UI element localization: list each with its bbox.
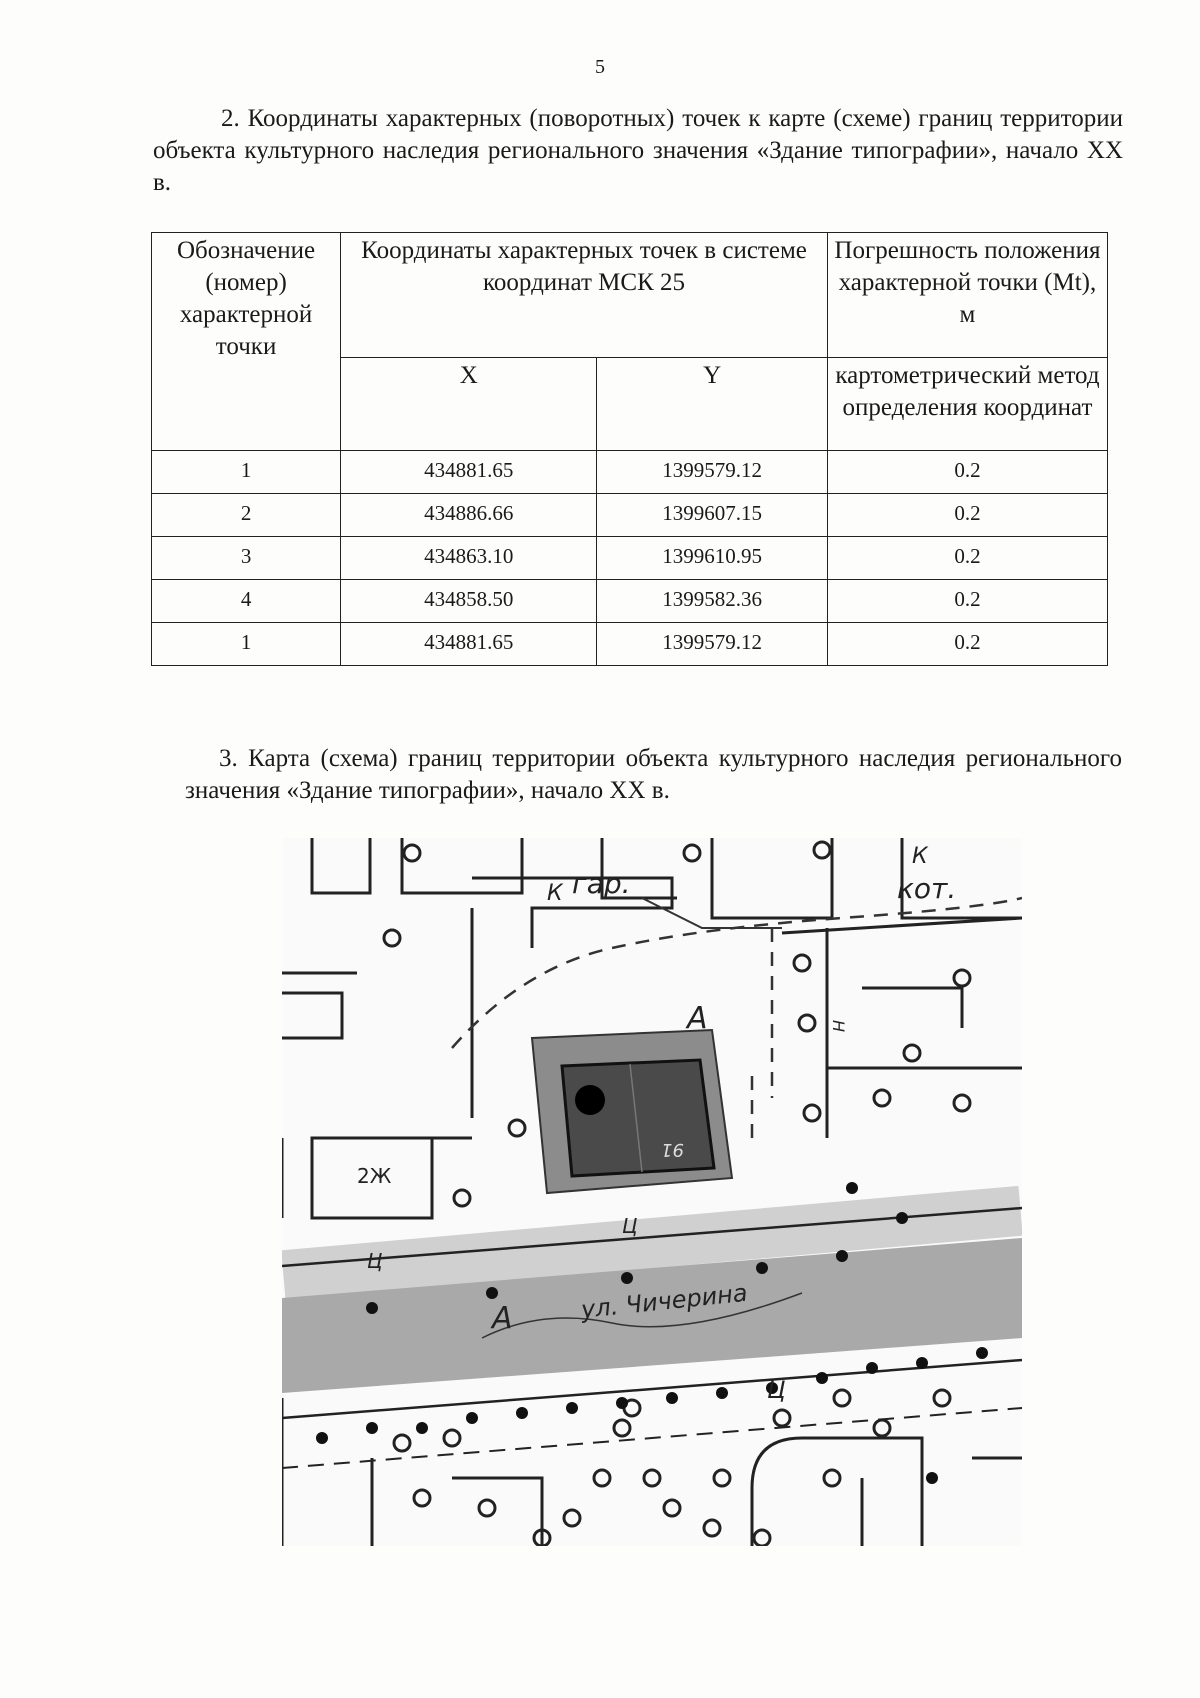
cell-num: 2 [150, 493, 342, 537]
table-row: 2 434886.66 1399607.15 0.2 [150, 493, 1109, 537]
label-a-road: А [490, 1301, 513, 1336]
coordinates-table: Обозначение (номер) характерной точки Ко… [150, 232, 1109, 666]
cell-mt: 0.2 [826, 622, 1109, 666]
road [282, 1238, 1022, 1393]
section-2-paragraph: 2. Координаты характерных (поворотных) т… [153, 105, 1123, 196]
map-svg: гар. К К кот. А А ул. Чичерина 2Ж 91 Ц Ц… [282, 838, 1022, 1546]
label-u3: Ц [767, 1376, 786, 1404]
label-kot: кот. [897, 872, 956, 905]
sidewalk [282, 1185, 1022, 1301]
cell-num: 4 [150, 579, 342, 623]
header-method: картометрический метод определения коорд… [826, 357, 1109, 451]
cell-num: 1 [150, 450, 342, 494]
label-u2: Ц [622, 1214, 638, 1238]
lamp-symbols [316, 1182, 988, 1484]
page-number: 5 [595, 56, 605, 78]
section-3-paragraph: 3. Карта (схема) границ территории объек… [185, 745, 1122, 804]
header-coordinates: Координаты характерных точек в системе к… [340, 232, 828, 358]
table-row: 3 434863.10 1399610.95 0.2 [150, 536, 1109, 580]
label-n: Н [829, 1020, 848, 1032]
boundary-map: гар. К К кот. А А ул. Чичерина 2Ж 91 Ц Ц… [282, 838, 1022, 1546]
cell-x: 434886.66 [340, 493, 598, 537]
cell-x: 434863.10 [340, 536, 598, 580]
cell-y: 1399582.36 [596, 579, 828, 623]
cell-y: 1399579.12 [596, 450, 828, 494]
cell-x: 434881.65 [340, 622, 598, 666]
heritage-building [560, 1058, 716, 1178]
label-2zh: 2Ж [357, 1164, 392, 1188]
header-point-number: Обозначение (номер) характерной точки [150, 232, 342, 451]
cell-x: 434881.65 [340, 450, 598, 494]
header-y: Y [596, 357, 828, 451]
cell-y: 1399610.95 [596, 536, 828, 580]
cell-y: 1399607.15 [596, 493, 828, 537]
cell-num: 3 [150, 536, 342, 580]
cell-mt: 0.2 [826, 493, 1109, 537]
label-k2: К [912, 844, 929, 869]
cell-num: 1 [150, 622, 342, 666]
map-linework [282, 838, 1022, 1546]
header-x: X [340, 357, 598, 451]
tree-symbols [382, 840, 972, 1546]
cell-mt: 0.2 [826, 579, 1109, 623]
table-subheader-row: X Y картометрический метод определения к… [152, 357, 1109, 451]
label-u1: Ц [367, 1249, 383, 1273]
table-row: 4 434858.50 1399582.36 0.2 [150, 579, 1109, 623]
cell-x: 434858.50 [340, 579, 598, 623]
label-a-top: А [685, 1001, 708, 1036]
label-gar: гар. [572, 867, 631, 900]
table-header-row: Обозначение (номер) характерной точки Ко… [150, 232, 1109, 451]
cell-y: 1399579.12 [596, 622, 828, 666]
cell-mt: 0.2 [826, 536, 1109, 580]
table-row: 1 434881.65 1399579.12 0.2 [150, 450, 1109, 494]
cell-mt: 0.2 [826, 450, 1109, 494]
table-row: 1 434881.65 1399579.12 0.2 [150, 622, 1109, 666]
header-error: Погрешность положения характерной точки … [826, 232, 1109, 358]
label-house-number: 91 [661, 1139, 684, 1160]
label-k1: К [547, 881, 564, 906]
